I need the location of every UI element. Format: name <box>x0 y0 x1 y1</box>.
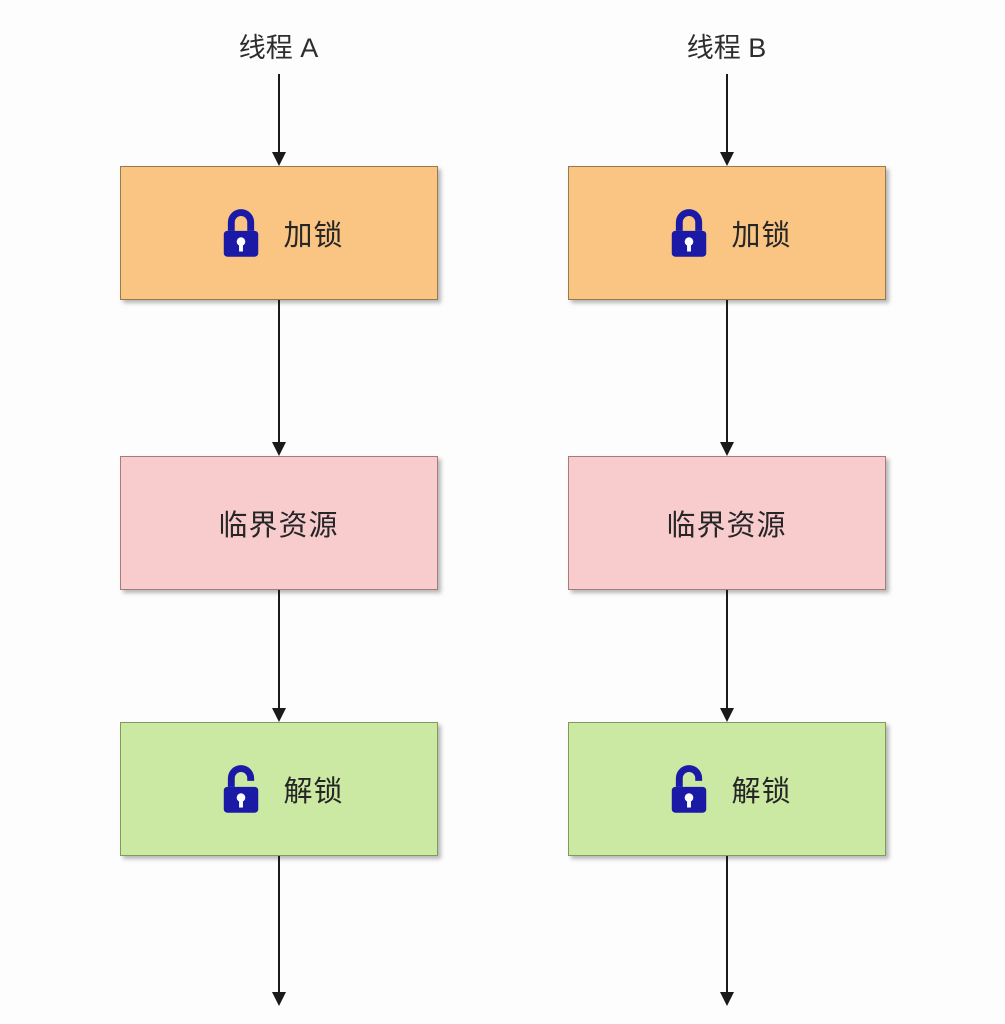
arrow-line <box>725 74 728 152</box>
critical-resource-label: 临界资源 <box>218 510 339 542</box>
arrow-line <box>277 300 280 442</box>
critical-resource-node: 临界资源 <box>567 456 886 590</box>
padlock-open-icon <box>213 761 269 817</box>
arrow-head <box>719 152 734 166</box>
flow-arrow <box>719 590 735 722</box>
arrow-head <box>719 708 734 722</box>
arrow-head <box>271 708 286 722</box>
lock-node-label: 加锁 <box>283 220 344 252</box>
unlock-node-label: 解锁 <box>731 776 792 808</box>
lock-node: 加锁 <box>119 166 438 300</box>
flow-arrow <box>271 590 287 722</box>
flow-arrow <box>271 300 287 456</box>
arrow-line <box>277 74 280 152</box>
lock-node: 加锁 <box>567 166 886 300</box>
unlock-node-label: 解锁 <box>283 776 344 808</box>
arrow-head <box>719 442 734 456</box>
arrow-head <box>271 442 286 456</box>
arrow-line <box>725 856 728 992</box>
arrow-line <box>725 300 728 442</box>
arrow-head <box>719 992 734 1006</box>
arrow-line <box>725 590 728 708</box>
arrow-head <box>271 992 286 1006</box>
arrow-line <box>277 856 280 992</box>
arrow-head <box>271 152 286 166</box>
padlock-closed-icon <box>661 205 717 261</box>
unlock-node: 解锁 <box>119 722 438 856</box>
unlock-node: 解锁 <box>567 722 886 856</box>
thread-a-column: 线程 A 加锁 临界资源 <box>119 30 438 1024</box>
critical-resource-label: 临界资源 <box>666 510 787 542</box>
thread-b-title: 线程 B <box>686 33 767 63</box>
thread-a-title: 线程 A <box>238 33 319 63</box>
arrow-line <box>277 590 280 708</box>
lock-node-label: 加锁 <box>731 220 792 252</box>
flow-arrow <box>271 74 287 166</box>
flow-arrow <box>719 74 735 166</box>
thread-b-column: 线程 B 加锁 临界资源 <box>567 30 886 1024</box>
padlock-open-icon <box>661 761 717 817</box>
padlock-closed-icon <box>213 205 269 261</box>
flow-arrow <box>271 856 287 1006</box>
flow-arrow <box>719 300 735 456</box>
critical-resource-node: 临界资源 <box>119 456 438 590</box>
flow-arrow <box>719 856 735 1006</box>
